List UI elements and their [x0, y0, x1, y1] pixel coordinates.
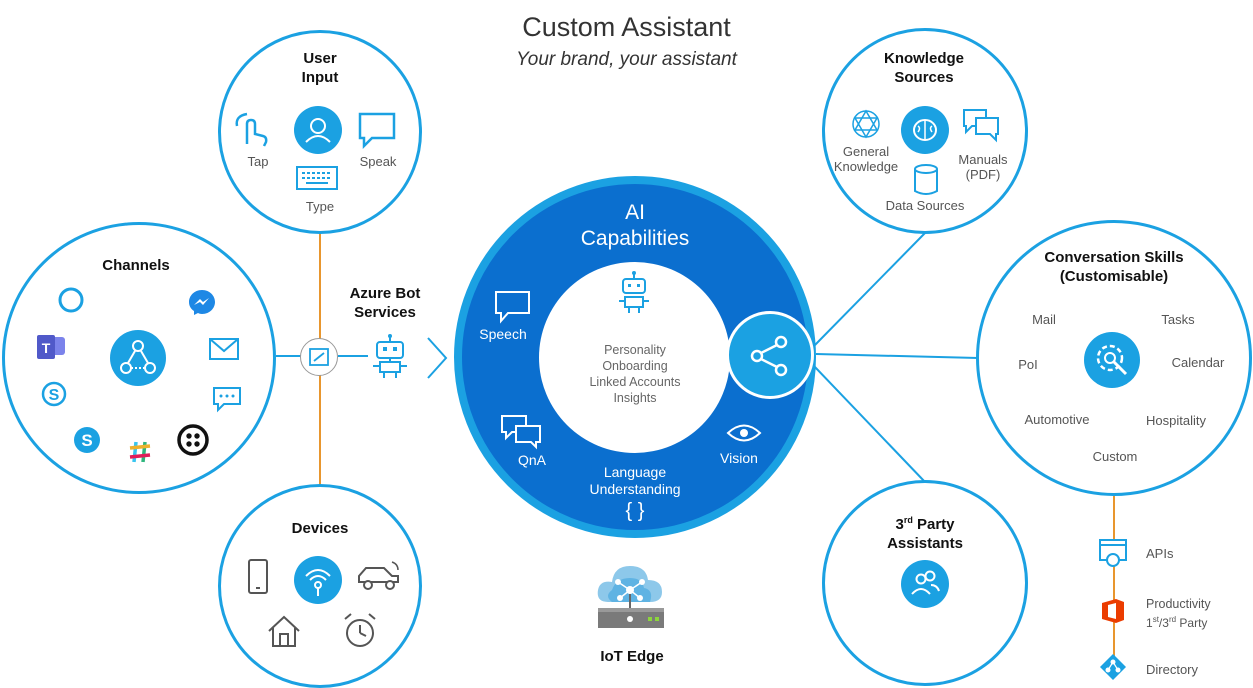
- core-item-onboarding: Onboarding: [602, 359, 668, 373]
- database-icon: [914, 164, 938, 195]
- twilio-icon: [177, 424, 209, 456]
- home-icon: [268, 615, 300, 647]
- page-title: Custom Assistant: [522, 12, 731, 42]
- speak-icon: [358, 112, 396, 150]
- channels-title: Channels: [102, 257, 170, 274]
- tap-icon: [235, 112, 268, 147]
- alarm-clock-icon: [344, 613, 376, 647]
- skill-tasks: Tasks: [1161, 312, 1195, 327]
- mail-icon: [209, 338, 239, 360]
- speech-label: Speech: [479, 326, 527, 342]
- speech-icon: [495, 291, 530, 324]
- iot-edge-label: IoT Edge: [600, 648, 664, 665]
- sms-icon: [213, 387, 241, 413]
- svg-text:S: S: [49, 387, 60, 404]
- iot-edge-icon: [597, 566, 664, 628]
- skills-hub-icon: [1084, 332, 1140, 388]
- directory-label: Directory: [1146, 662, 1199, 677]
- manuals-label: Manuals(PDF): [958, 152, 1008, 182]
- braces-icon: { }: [625, 500, 645, 522]
- user-hub-icon: [294, 106, 342, 154]
- ai-core-list: Personality Onboarding Linked Accounts I…: [565, 342, 705, 406]
- car-icon: [358, 561, 399, 590]
- apis-label: APIs: [1146, 546, 1174, 561]
- manuals-icon: [963, 109, 999, 143]
- qna-icon: [501, 415, 541, 450]
- third-party-title: 3rd Party Assistants: [887, 515, 963, 552]
- svg-text:T: T: [42, 340, 51, 356]
- third-party-hub-icon: [901, 560, 949, 608]
- arrow-right-icon: [427, 337, 448, 379]
- tap-label: Tap: [247, 154, 269, 169]
- speak-label: Speak: [359, 154, 397, 169]
- teams-icon: T: [37, 335, 65, 359]
- apis-icon: [1099, 539, 1127, 567]
- core-item-personality: Personality: [604, 343, 666, 357]
- skill-calendar: Calendar: [1171, 355, 1225, 370]
- core-item-insights: Insights: [613, 391, 657, 405]
- svg-text:S: S: [81, 431, 92, 450]
- share-node: [726, 311, 814, 399]
- skype-icon: S: [74, 427, 100, 453]
- skills-title: Conversation Skills(Customisable): [1044, 249, 1184, 285]
- data-sources-label: Data Sources: [885, 198, 965, 213]
- productivity-label: Productivity 1st/3rd Party: [1146, 597, 1211, 630]
- phone-icon: [248, 559, 268, 594]
- devices-hub-icon: [294, 556, 342, 604]
- knowledge-hub-icon: [901, 106, 949, 154]
- vision-icon: [726, 424, 762, 442]
- keyboard-icon: [296, 166, 338, 190]
- qna-label: QnA: [517, 452, 546, 468]
- devices-title: Devices: [291, 520, 349, 537]
- skill-poi: PoI: [1018, 357, 1038, 372]
- type-label: Type: [305, 199, 335, 214]
- skill-mail: Mail: [1032, 312, 1056, 327]
- skill-hospitality: Hospitality: [1146, 413, 1206, 428]
- core-bot-icon: [619, 271, 649, 313]
- office-icon: [1102, 599, 1124, 623]
- connector-hub: [300, 338, 338, 376]
- vision-label: Vision: [720, 450, 758, 466]
- skill-custom: Custom: [1092, 449, 1138, 464]
- cortana-icon: [58, 287, 84, 313]
- bot-icon: [373, 334, 407, 378]
- skill-automotive: Automotive: [1024, 412, 1090, 427]
- slack-icon: [129, 441, 151, 463]
- core-item-linked-accounts: Linked Accounts: [589, 375, 681, 389]
- general-knowledge-icon: [852, 109, 880, 139]
- messenger-icon: [189, 290, 215, 315]
- directory-icon: [1100, 654, 1126, 680]
- page-subtitle: Your brand, your assistant: [516, 49, 737, 70]
- channels-hub-icon: [110, 330, 166, 386]
- skype-outline-icon: S: [41, 381, 67, 407]
